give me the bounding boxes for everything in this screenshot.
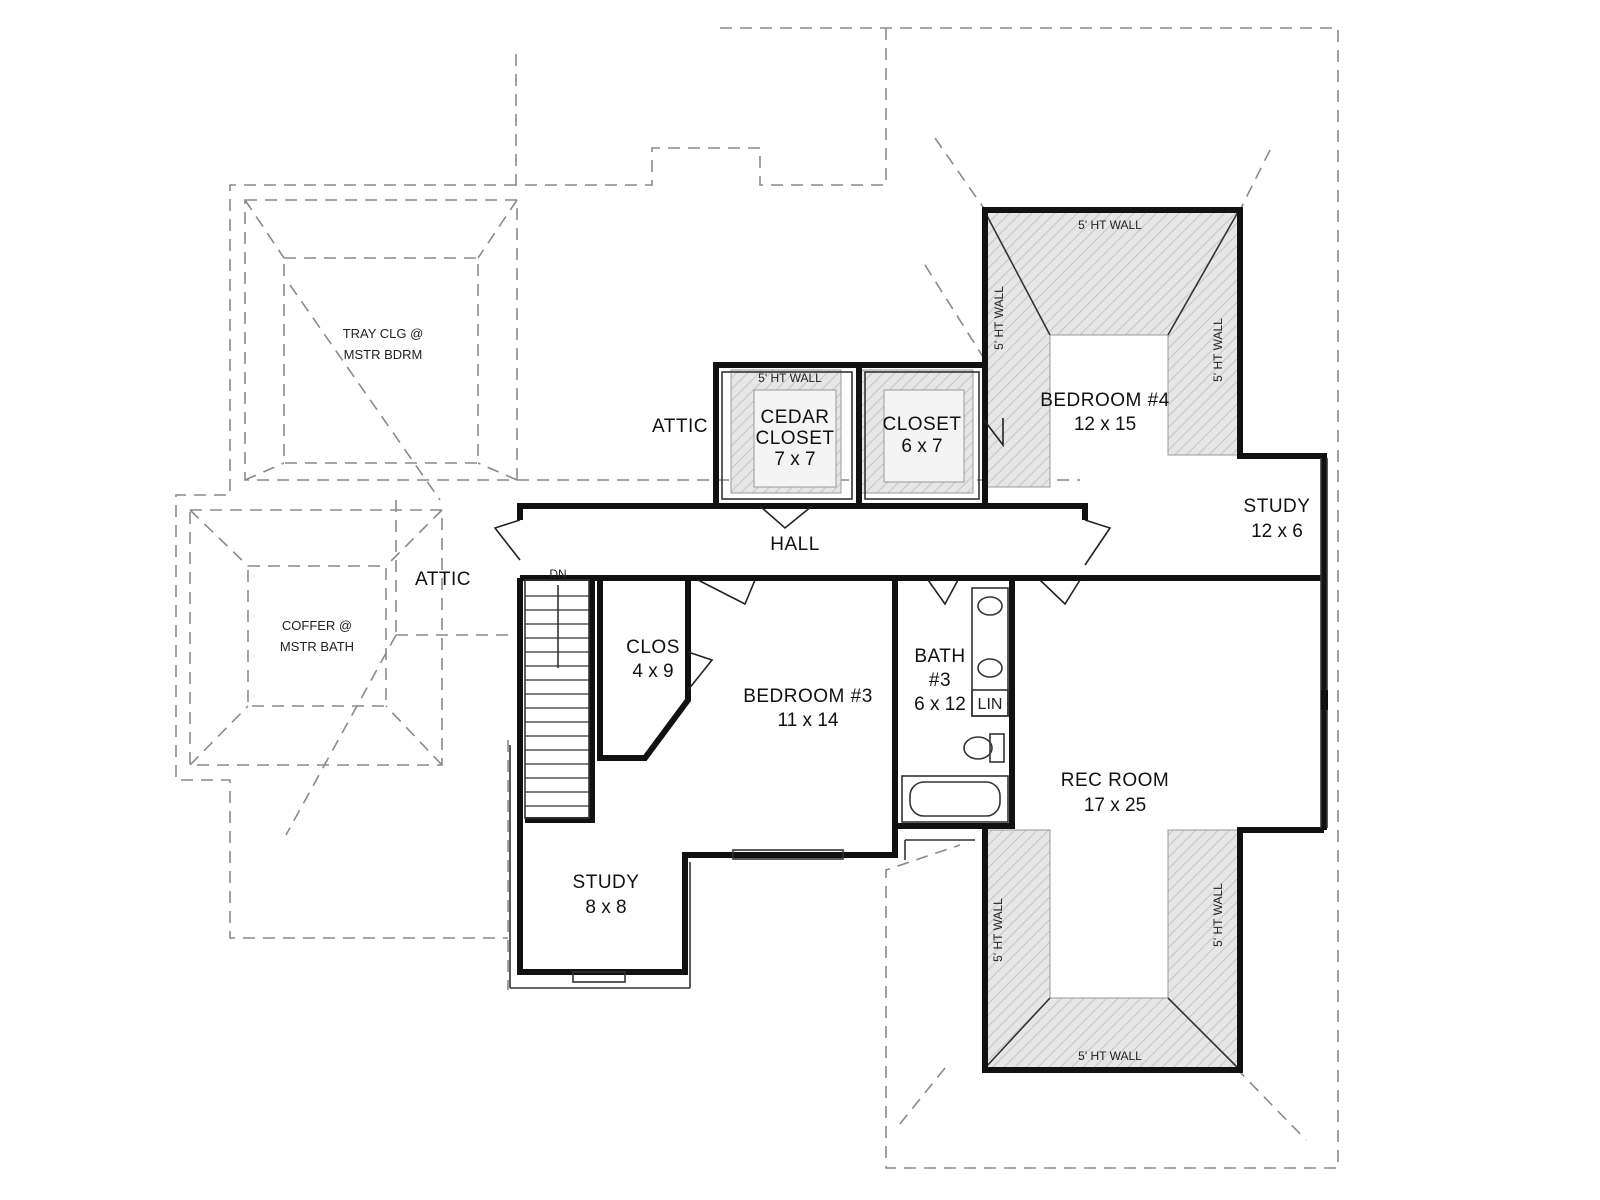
sink-icon (977, 596, 1003, 616)
bedroom3-label: BEDROOM #3 (743, 686, 873, 707)
cedar-closet-dim: 7 x 7 (774, 449, 815, 470)
rec-bottom-wall-note: 5' HT WALL (1078, 1049, 1142, 1063)
bedroom3-dim: 11 x 14 (778, 710, 839, 731)
bathtub-icon (901, 775, 1009, 823)
closet-dim: 6 x 7 (901, 436, 942, 457)
study-right-label: STUDY (1244, 496, 1311, 517)
tray-ceiling-label-2: MSTR BDRM (344, 347, 423, 362)
rec-right-wall-note: 5' HT WALL (1211, 883, 1225, 947)
study-right-dim: 12 x 6 (1251, 521, 1303, 542)
toilet-tank-icon (989, 733, 1005, 763)
cedar-closet-label-2: CLOSET (755, 428, 834, 449)
coffer-label-2: MSTR BATH (280, 639, 354, 654)
room-labels: TRAY CLG @ MSTR BDRM COFFER @ MSTR BATH … (280, 326, 1311, 918)
rec-left-wall-note: 5' HT WALL (991, 898, 1005, 962)
attic-label-upper: ATTIC (652, 416, 708, 437)
wall-notes: 5' HT WALL 5' HT WALL 5' HT WALL 5' HT W… (758, 218, 1225, 1063)
coffer-label-1: COFFER @ (282, 618, 352, 633)
bed4-left-wall-note: 5' HT WALL (992, 286, 1006, 350)
rec-room-dim: 17 x 25 (1084, 795, 1146, 816)
linen-label: LIN (978, 696, 1003, 713)
hall-label: HALL (770, 534, 820, 555)
sink-icon (977, 658, 1003, 678)
cedar-top-wall-note: 5' HT WALL (758, 371, 822, 385)
stair-label: DN (549, 567, 566, 581)
study-lower-dim: 8 x 8 (585, 897, 626, 918)
bath3-dim: 6 x 12 (914, 694, 966, 715)
hatched-zones (730, 211, 1239, 1069)
dashed-outlines (175, 27, 1339, 1169)
bath3-label-1: BATH (914, 646, 965, 667)
bath3-label-2: #3 (929, 670, 951, 691)
stairs: DN (524, 567, 590, 819)
walls (517, 207, 1327, 1073)
clos-dim: 4 x 9 (632, 661, 673, 682)
doors (493, 418, 1112, 691)
clos-label: CLOS (626, 637, 680, 658)
toilet-icon (963, 736, 993, 760)
bed4-right-wall-note: 5' HT WALL (1211, 318, 1225, 382)
study-lower-label: STUDY (573, 872, 640, 893)
bath-fixtures (901, 587, 1009, 823)
tray-ceiling-label-1: TRAY CLG @ (343, 326, 424, 341)
details (509, 371, 1328, 989)
cedar-closet-label-1: CEDAR (760, 407, 829, 428)
bed4-top-wall-note: 5' HT WALL (1078, 218, 1142, 232)
attic-label-lower: ATTIC (415, 569, 471, 590)
closet-label: CLOSET (882, 414, 961, 435)
linen-closet (971, 689, 1009, 717)
bedroom4-label: BEDROOM #4 (1040, 390, 1170, 411)
bedroom4-dim: 12 x 15 (1074, 414, 1136, 435)
rec-room-label: REC ROOM (1061, 770, 1170, 791)
